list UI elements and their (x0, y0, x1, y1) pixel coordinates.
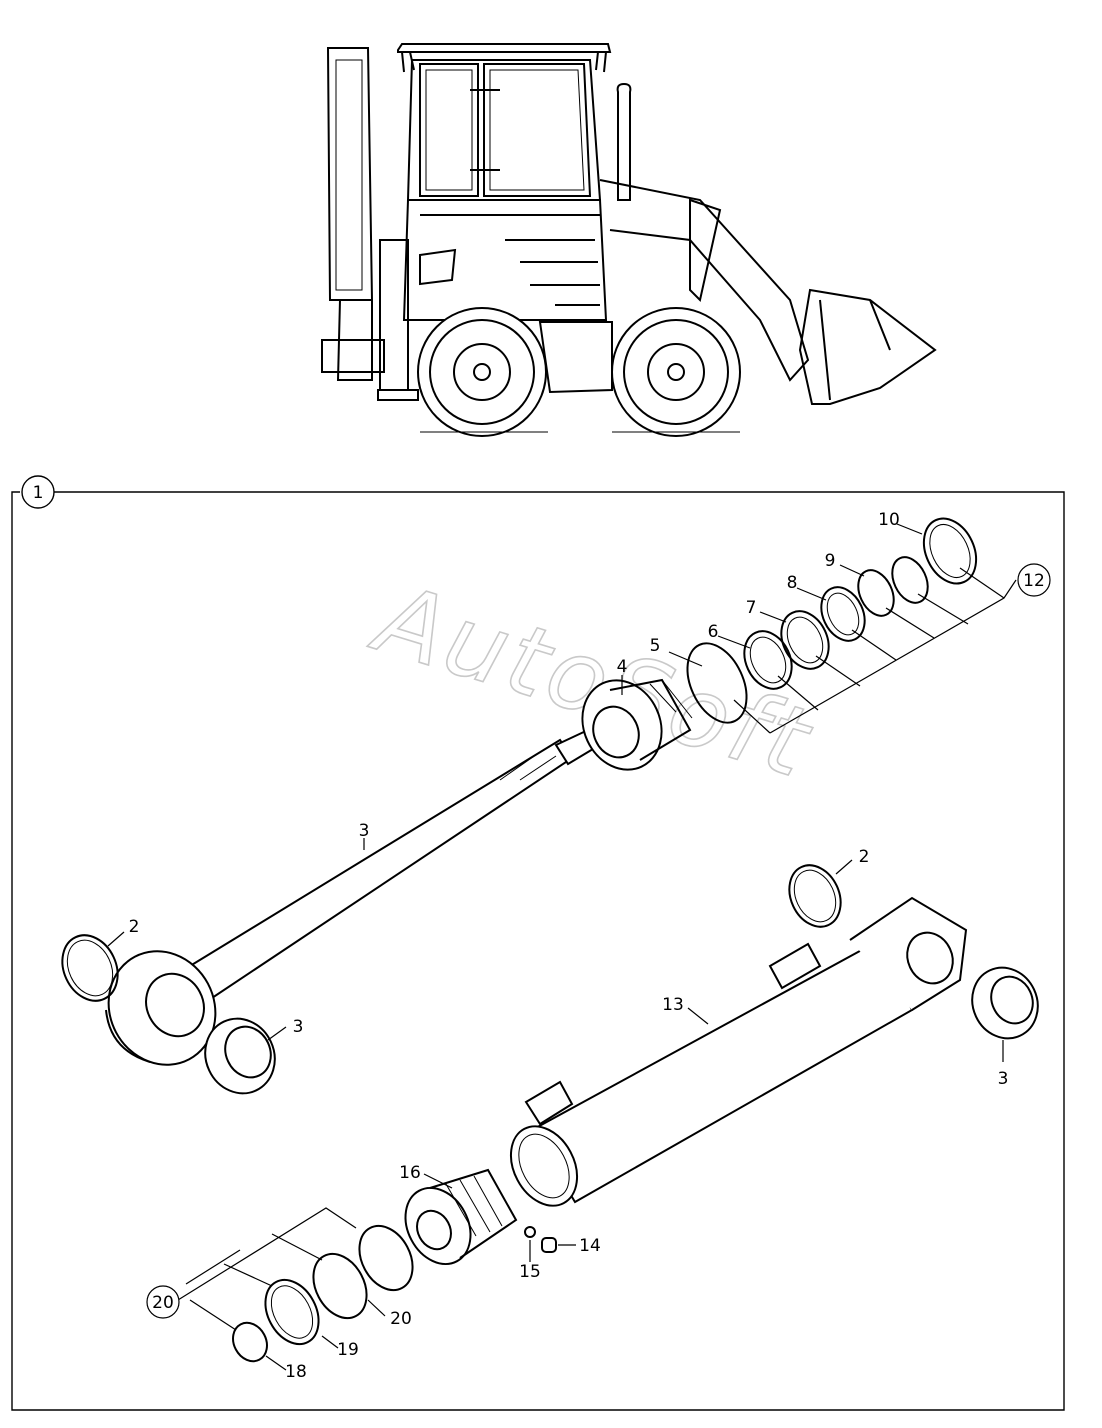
callout-11: 10 (878, 510, 900, 530)
callout-20-circled: 20 (152, 1293, 174, 1313)
callout-5: 4 (617, 657, 628, 677)
callout-12-circle (1017, 563, 1051, 597)
callout-19: 19 (337, 1340, 359, 1360)
callout-12: 12 (1023, 571, 1045, 591)
callout-15: 15 (519, 1262, 541, 1282)
callout-14: 14 (579, 1236, 601, 1256)
seal-rings-piston (232, 1224, 414, 1363)
leader-lines (107, 523, 1017, 1371)
piston-rod (105, 728, 600, 1066)
callout-13: 13 (662, 995, 684, 1015)
callout-3-right: 3 (998, 1069, 1009, 1089)
cylinder-barrel (509, 896, 968, 1207)
callout-6: 5 (650, 636, 661, 656)
callout-3-left: 3 (293, 1017, 304, 1037)
callout-18: 18 (285, 1362, 307, 1382)
callout-20-plain: 20 (390, 1309, 412, 1329)
callouts: 5 6 7 8 9 10 12 4 3 2 3 2 3 13 16 14 15 … (129, 510, 1051, 1382)
callout-7: 6 (708, 622, 719, 642)
callout-9: 8 (787, 573, 798, 593)
backhoe-loader-illustration (321, 43, 937, 437)
callout-2-right: 2 (859, 847, 870, 867)
group-number: 1 (33, 483, 44, 503)
piston (404, 1168, 557, 1266)
group-number-circle (21, 475, 55, 509)
callout-16: 16 (399, 1163, 421, 1183)
callout-20-circle (146, 1285, 180, 1319)
callout-10: 9 (825, 551, 836, 571)
callout-2-left: 2 (129, 917, 140, 937)
callout-4: 3 (359, 821, 370, 841)
callout-8: 7 (746, 598, 757, 618)
barrel-end-bushing (788, 864, 1039, 1040)
seal-rings-head (686, 517, 978, 724)
cylinder-head (581, 678, 693, 771)
rod-end-bushing (61, 934, 276, 1095)
assembly-frame: 1 (11, 475, 1065, 1411)
